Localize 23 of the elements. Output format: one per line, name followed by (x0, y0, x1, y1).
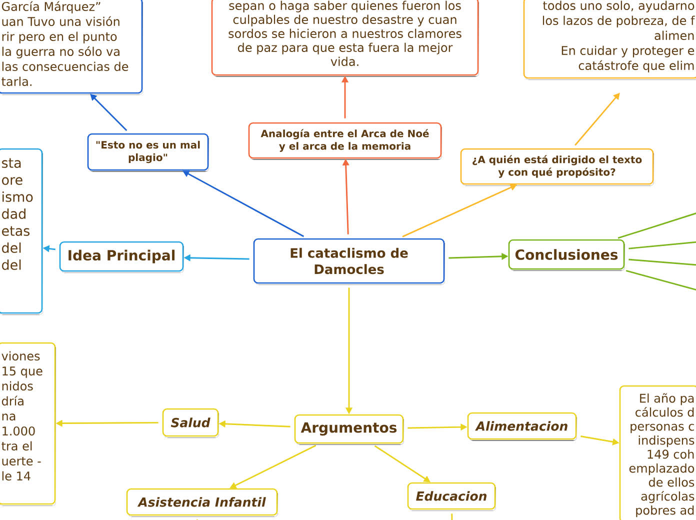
subtopic-box: ¿A quién está dirigido el texto y con qué propósito? (460, 148, 654, 186)
branch-box: Idea Principal (59, 241, 184, 273)
subtopic-box: "Esto no es un mal plagio" (87, 133, 209, 172)
connector-line (451, 514, 453, 520)
branch-box: Argumentos (294, 414, 404, 445)
note-box: viones 15 que nidos dría na 1.000 tra el uerte - le 14 (0, 342, 56, 506)
branch-box: Conclusiones (508, 239, 625, 271)
note-box: García Márquez” uan Tuvo una visión rir pero en el punto la guerra no sólo va las consecuencias de tarla. (0, 0, 143, 95)
note-box: El año pa cálculos d personas c indispens 149 coh emplazado de ellos agrícolas pobres ad (619, 385, 696, 520)
node-label: viones 15 que nidos dría na 1.000 tra el uerte - le 14 (2, 351, 42, 481)
topic-box: El cataclismo de Damocles (253, 238, 445, 285)
subtopic-box: Salud (162, 408, 219, 438)
subtopic-box: Educacion (407, 482, 496, 511)
connector-line (618, 212, 696, 239)
subtopic-box: Alimentacion (467, 412, 577, 441)
note-box: sta ore ismo dad etas del del (0, 148, 43, 315)
note-box: todos uno solo, ayudarno los lazos de pobreza, de f alimen En cuidar y proteger e catástrofe que elim (523, 0, 696, 80)
subtopic-box: Asistencia Infantil (126, 488, 278, 517)
subtopic-box: Analogía entre el Arca de Noé y el arca de la memoria (248, 122, 442, 160)
connector-line (628, 258, 696, 266)
connector-line (628, 241, 696, 250)
note-box: sepan o haga saber quienes fueron los culpables de nuestro desastre y cuan sordos se hicieron a nuestros clamores de paz para que esta fuera la mejor vida. (211, 0, 479, 77)
connector-line (626, 270, 696, 291)
